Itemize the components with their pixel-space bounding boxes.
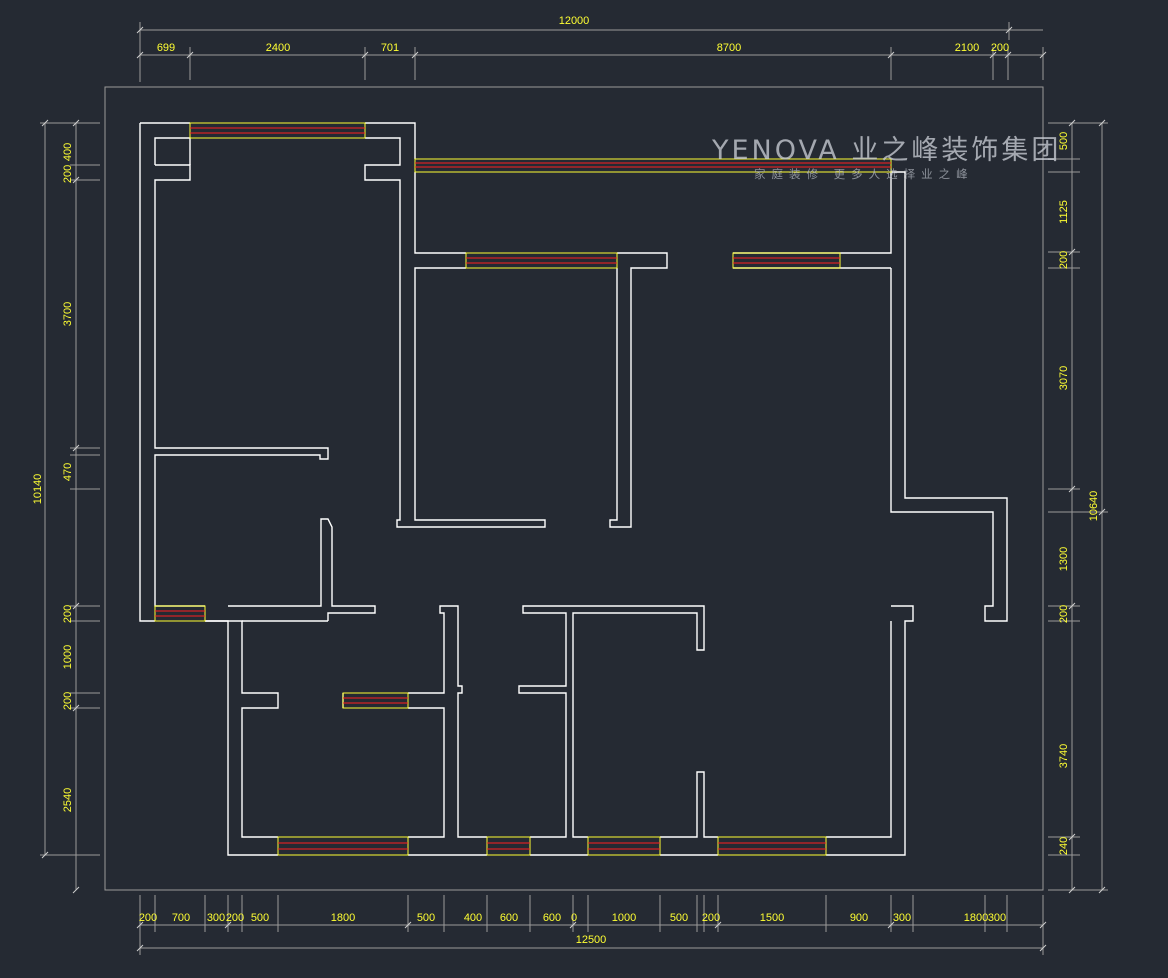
dim-bottom-segment: 1000	[612, 912, 636, 924]
watermark: YENOVA 业之峰装饰集团 家庭装修 更多人选择业之峰	[711, 135, 1061, 181]
dim-bottom-segment: 200	[139, 912, 157, 924]
walls	[139, 122, 1008, 856]
dim-left-segment: 3700	[62, 302, 74, 326]
dim-bottom-segment: 300	[988, 912, 1006, 924]
dim-left-segment: 200	[62, 605, 74, 623]
dim-bottom-segment: 500	[251, 912, 269, 924]
dim-right-segment: 1300	[1058, 547, 1070, 571]
dimension-lines	[40, 22, 1108, 955]
dim-left-segment: 200	[62, 165, 74, 183]
dimension-ticks	[41, 26, 1106, 952]
dim-bottom-segment: 1800	[331, 912, 355, 924]
dim-left-segment: 470	[62, 463, 74, 481]
window-bottom-1	[277, 836, 409, 856]
windows	[154, 122, 892, 856]
watermark-title: YENOVA 业之峰装饰集团	[711, 135, 1061, 166]
dim-right-segment: 200	[1058, 251, 1070, 269]
dim-bottom-segment: 700	[172, 912, 190, 924]
dim-top-segment: 8700	[717, 42, 741, 54]
left-dimension-labels: 10140 400 200 3700 470 200 1000 200 2540	[32, 143, 74, 812]
window-top-right-long	[414, 158, 892, 173]
dim-top-segment: 2400	[266, 42, 290, 54]
dim-right-segment: 3070	[1058, 366, 1070, 390]
dim-right-segment: 1125	[1058, 200, 1070, 224]
dim-left-segment: 1000	[62, 645, 74, 669]
dim-bottom-segment: 0	[571, 912, 577, 924]
dim-bottom-segment: 1800	[964, 912, 988, 924]
dim-right-overall: 10640	[1088, 491, 1100, 522]
dim-bottom-segment: 600	[500, 912, 518, 924]
dim-bottom-segment: 900	[850, 912, 868, 924]
dim-left-segment: 400	[62, 143, 74, 161]
dim-left-segment: 200	[62, 692, 74, 710]
dim-bottom-overall: 12500	[576, 934, 607, 946]
window-bottom-2	[486, 836, 531, 856]
window-left-mid	[154, 605, 206, 622]
dim-bottom-segment: 400	[464, 912, 482, 924]
dim-top-segment: 2100	[955, 42, 979, 54]
dim-left-overall: 10140	[32, 474, 44, 505]
dim-right-segment: 200	[1058, 605, 1070, 623]
dim-bottom-segment: 600	[543, 912, 561, 924]
window-top-left	[189, 122, 366, 139]
dim-right-segment: 3740	[1058, 744, 1070, 768]
window-inner-mid	[342, 692, 409, 709]
dim-bottom-segment: 500	[670, 912, 688, 924]
dim-right-segment: 240	[1058, 837, 1070, 855]
window-right-room-top	[732, 252, 841, 269]
dim-bottom-segment: 300	[893, 912, 911, 924]
window-bottom-4	[717, 836, 827, 856]
dim-bottom-segment: 1500	[760, 912, 784, 924]
dim-right-segment: 500	[1058, 132, 1070, 150]
dim-bottom-segment: 200	[702, 912, 720, 924]
dim-top-overall: 12000	[559, 15, 590, 27]
window-bedroom-top	[465, 252, 618, 269]
dim-top-segment: 699	[157, 42, 175, 54]
dim-bottom-segment: 300	[207, 912, 225, 924]
watermark-subtitle: 家庭装修 更多人选择业之峰	[754, 167, 974, 181]
top-dimension-labels: 12000 699 2400 701 8700 2100 200	[157, 15, 1009, 54]
dim-bottom-segment: 200	[226, 912, 244, 924]
dim-top-segment: 701	[381, 42, 399, 54]
window-bottom-3	[587, 836, 661, 856]
dim-bottom-segment: 500	[417, 912, 435, 924]
drawing-frame	[104, 86, 1044, 891]
dim-left-segment: 2540	[62, 788, 74, 812]
right-dimension-labels: 10640 500 1125 200 3070 1300 200 3740 24…	[1058, 132, 1100, 855]
bottom-dimension-labels: 200 700 300 200 500 1800 500 400 600 600…	[139, 912, 1006, 946]
dim-top-segment: 200	[991, 42, 1009, 54]
